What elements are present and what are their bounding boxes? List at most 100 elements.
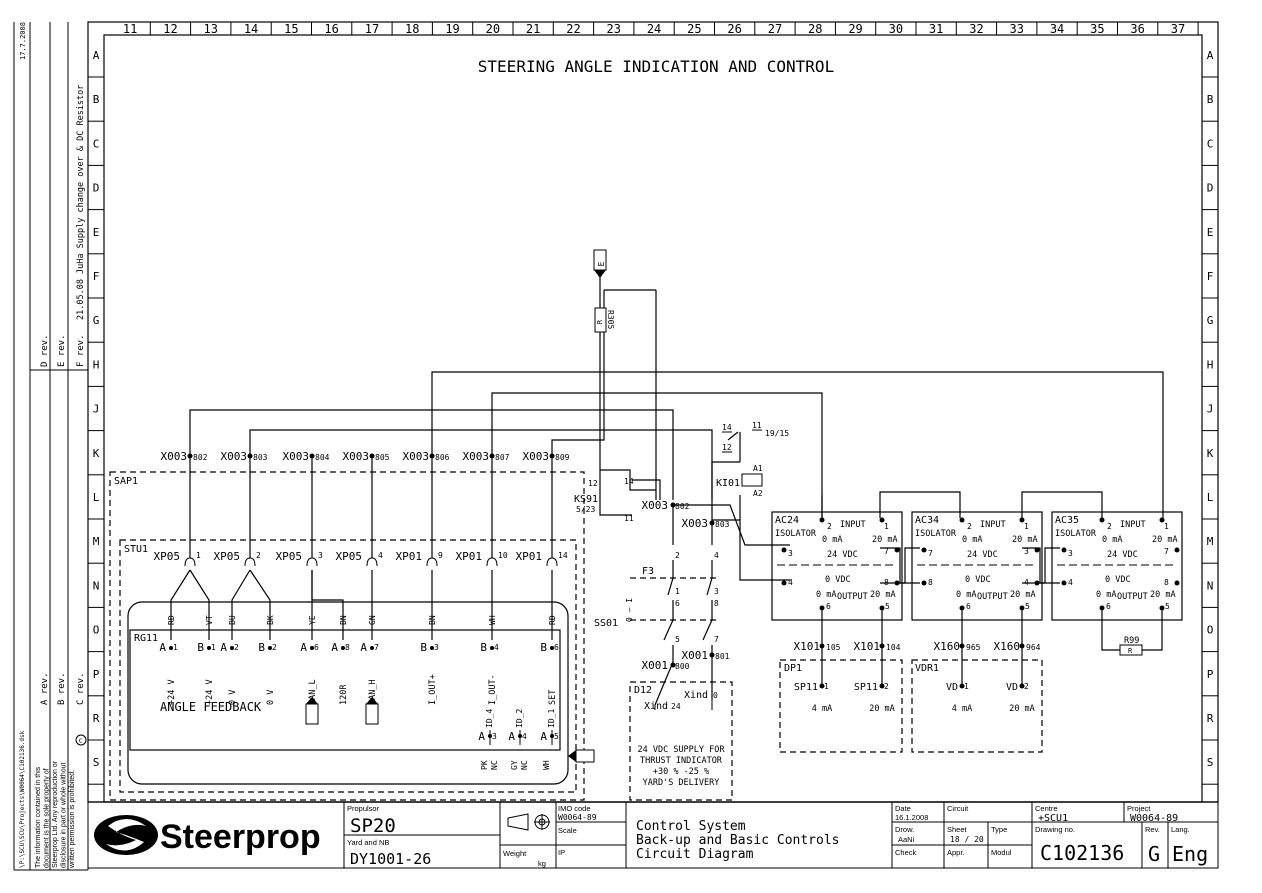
- logo-text: Steerprop: [160, 818, 321, 856]
- ss01-pin: 7: [714, 635, 719, 644]
- rev-label-f: F rev.: [76, 334, 86, 367]
- vdr1-value: 4 mA: [952, 704, 972, 714]
- row-letter: C: [1207, 137, 1214, 150]
- d12-pins: [654, 700, 713, 710]
- row-letter: B: [1207, 93, 1214, 106]
- isolator-pin: [1034, 580, 1040, 586]
- id-pin-nc: NC: [490, 760, 499, 770]
- isolator-0vdc: 0 VDC: [965, 575, 991, 585]
- rg11-pin-num: 6: [554, 643, 559, 652]
- column-number: 18: [405, 22, 419, 36]
- d12-xind: Xind: [684, 690, 708, 701]
- connector-pin: 807: [495, 453, 510, 462]
- row-letter: H: [1207, 358, 1214, 371]
- rg11-pin-num: 1: [173, 643, 178, 652]
- disclaimer-line: The information contained in this: [35, 766, 42, 868]
- rg11-pin-row: A: [159, 641, 166, 654]
- row-letter: R: [93, 712, 100, 725]
- vdr1-pin-num: 1: [964, 682, 969, 691]
- isolator-name: AC35: [1055, 515, 1079, 526]
- column-number: 16: [324, 22, 338, 36]
- modul-label: Modul: [991, 848, 1012, 857]
- projection-icon: [507, 813, 550, 831]
- stu1-box: [119, 539, 577, 793]
- isolator-pin-num: 8: [928, 578, 933, 587]
- rg11-pin-num: 6: [314, 643, 319, 652]
- ip-label: IP: [558, 848, 565, 857]
- rg11-outer: [127, 601, 569, 785]
- stu1-label: STU1: [124, 544, 148, 555]
- row-letter: D: [1207, 182, 1214, 195]
- isolator-pin-num: 6: [826, 602, 831, 611]
- isolator-input: INPUT: [840, 520, 866, 530]
- column-number: 36: [1130, 22, 1144, 36]
- isolator-0vdc: 0 VDC: [825, 575, 851, 585]
- column-number: 14: [244, 22, 258, 36]
- row-letter: F: [1207, 270, 1214, 283]
- column-number: 24: [647, 22, 661, 36]
- isolator-24vdc: 24 VDC: [1107, 550, 1138, 560]
- dp1-pin-num: 2: [884, 682, 889, 691]
- isolator-pin-num: 3: [1024, 547, 1029, 556]
- circuit-label: Circuit: [947, 804, 969, 813]
- isolator-sub: ISOLATOR: [775, 529, 817, 539]
- rg11-pin-num: 7: [374, 643, 379, 652]
- rev-label-a: A rev.: [40, 672, 50, 705]
- vdr1-pin-name: VD: [946, 682, 958, 693]
- row-letter: C: [93, 137, 100, 150]
- sheet-frame: [87, 21, 1219, 803]
- xp-connector-name: XP01: [456, 550, 483, 563]
- isolator-pin-num: 3: [788, 549, 793, 558]
- rg11-pin-num: 2: [272, 643, 277, 652]
- row-letter: K: [1207, 447, 1214, 460]
- row-letter: H: [93, 358, 100, 371]
- connector-terminal: [549, 453, 555, 459]
- isolator-24vdc: 24 VDC: [827, 550, 858, 560]
- x003-terminal: [670, 502, 676, 508]
- xp-connector-pin: 2: [256, 551, 261, 560]
- connector-pin: 804: [315, 453, 330, 462]
- pin-markers: [169, 429, 1180, 763]
- connector-terminal: [309, 453, 315, 459]
- imo-value: W0064-89: [558, 813, 597, 822]
- rg11-pin-dot: [169, 646, 173, 650]
- ki01-coil: [741, 473, 763, 487]
- connector-name: X003: [523, 450, 550, 463]
- isolator-pin: [921, 580, 927, 586]
- isolator-20ma: 20 mA: [1150, 590, 1176, 600]
- rg11-pin-num: 3: [434, 643, 439, 652]
- date-value: 16.1.2008: [895, 813, 928, 822]
- ks91-pin: 12: [588, 479, 598, 488]
- row-letter: O: [93, 624, 100, 637]
- rg11-pin-dot: [310, 646, 314, 650]
- row-letter: P: [1207, 668, 1214, 681]
- terminal-name: X160: [994, 640, 1021, 653]
- id-pin-row: A: [508, 730, 515, 743]
- rg11-pin-row: A: [360, 641, 367, 654]
- isolator-pin-num: 2: [827, 522, 832, 531]
- id-pin-color: PK: [480, 760, 489, 770]
- terminal-pin: 104: [886, 643, 901, 652]
- column-number: 34: [1050, 22, 1064, 36]
- sap1-label: SAP1: [114, 476, 138, 487]
- socket-symbol: [546, 557, 558, 567]
- d12-note-line: +30 % -25 %: [653, 767, 709, 777]
- isolator-0ma: 0 mA: [956, 590, 976, 600]
- id-pin-label: ID_4: [485, 709, 494, 728]
- row-letter: L: [1207, 491, 1214, 504]
- x001-pin: 800: [675, 662, 690, 671]
- x001-terminal: [709, 652, 715, 658]
- isolator-pin-num: 3: [1068, 549, 1073, 558]
- column-number: 19: [445, 22, 459, 36]
- rg11-pin-dot: [370, 646, 374, 650]
- x003-terminal: [709, 520, 715, 526]
- isolator-20ma: 20 mA: [872, 535, 898, 545]
- terminal-dot: [819, 643, 825, 649]
- row-letter: J: [93, 403, 100, 416]
- ss01-positions: 0 — I: [625, 598, 634, 622]
- id-pin-label: ID_1: [547, 709, 556, 728]
- f3-pin: 2: [675, 551, 680, 560]
- imo-label: IMO code: [558, 804, 591, 813]
- isolator-pin: [819, 517, 825, 523]
